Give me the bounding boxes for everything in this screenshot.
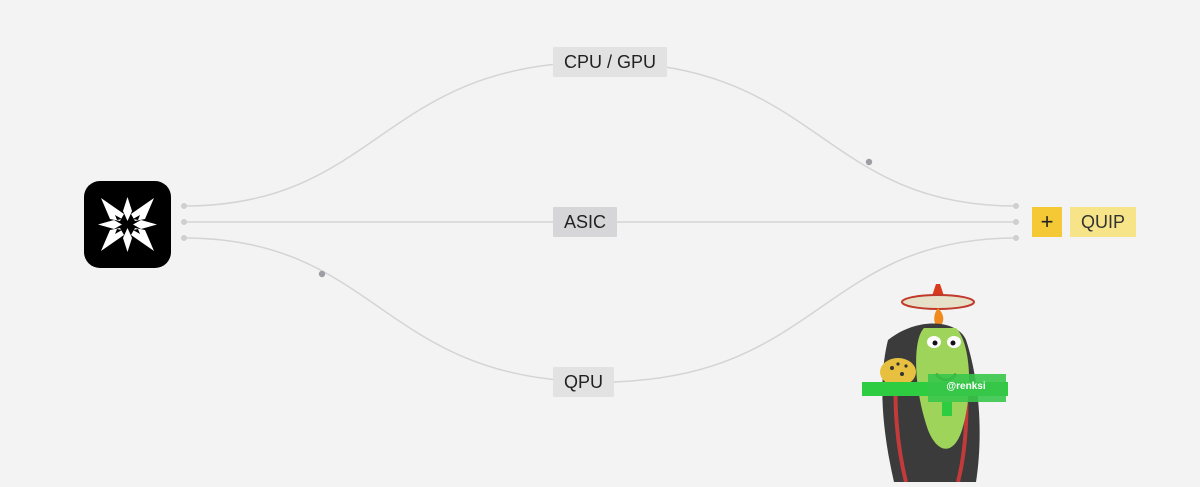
route-label-qpu[interactable]: QPU	[553, 367, 615, 397]
right-port-dot	[1013, 235, 1019, 241]
route-label-asic[interactable]: ASIC	[553, 207, 618, 237]
logo-icon	[84, 181, 171, 268]
right-port-dot	[1013, 203, 1019, 209]
right-port-dot	[1013, 219, 1019, 225]
route-label-cpu-gpu[interactable]: CPU / GPU	[553, 47, 668, 77]
left-port-dot	[181, 219, 187, 225]
target-label-quip: QUIP	[1070, 207, 1137, 237]
watermark-text: @renksi	[946, 381, 986, 392]
add-button[interactable]: +	[1032, 207, 1062, 237]
route-line-cpu-gpu	[183, 61, 1017, 207]
butterfly-logo-icon	[98, 197, 157, 252]
left-port-dot	[181, 203, 187, 209]
ape-avatar-icon: @renksi	[858, 280, 1008, 483]
flow-dot	[318, 270, 326, 278]
left-port-dot	[181, 235, 187, 241]
flow-dot	[865, 158, 873, 166]
